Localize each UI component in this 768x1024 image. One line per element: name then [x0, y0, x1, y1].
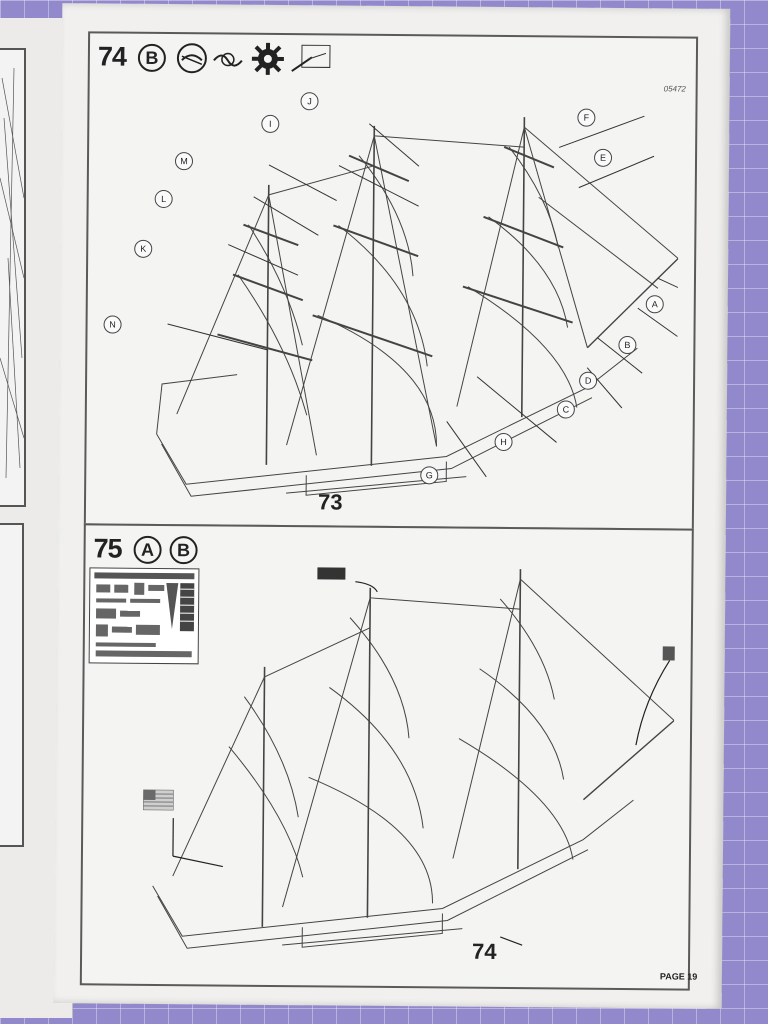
callout-b: B — [618, 335, 637, 355]
callout-i: I — [261, 114, 280, 134]
callout-j: J — [300, 92, 319, 111]
ship-rigging-drawing-74 — [156, 115, 680, 497]
step-75-panel: 75 A B — [79, 523, 694, 991]
page-number-label: PAGE 19 — [659, 971, 698, 982]
instruction-page: 74 B 05472 — [53, 3, 731, 1009]
flag-pennant — [317, 567, 346, 580]
left-page-panel-bottom — [0, 523, 24, 847]
step-74-panel: 74 B 05472 — [83, 31, 699, 531]
reference-step-74: 74 — [472, 938, 497, 964]
reference-step-73: 73 — [317, 489, 343, 515]
glue-tube-icon — [176, 43, 207, 74]
callout-d: D — [579, 371, 598, 390]
rope-thread-icon — [213, 52, 243, 67]
decal-sheet-artwork — [94, 572, 195, 658]
part-sheet-badge-b: B — [137, 43, 167, 73]
callout-n: N — [103, 315, 122, 334]
callout-f: F — [577, 108, 596, 127]
callout-g: G — [420, 466, 439, 485]
callout-h: H — [494, 432, 513, 452]
knife-cutting-icon — [291, 44, 331, 72]
callout-a: A — [645, 295, 664, 314]
flag-stern-stars-stripes — [143, 789, 174, 811]
step-number: 74 — [97, 41, 127, 72]
callout-k: K — [134, 239, 153, 258]
callout-m: M — [174, 152, 194, 171]
callout-l: L — [154, 189, 173, 209]
callout-c: C — [556, 400, 575, 419]
callout-e: E — [593, 148, 613, 167]
decal-sheet-thumbnail — [88, 567, 200, 665]
left-page-rigging-drawing — [0, 67, 25, 479]
gear-icon — [251, 42, 284, 75]
flag-bow — [662, 646, 676, 661]
ship-rigging-drawing-75 — [143, 567, 676, 949]
